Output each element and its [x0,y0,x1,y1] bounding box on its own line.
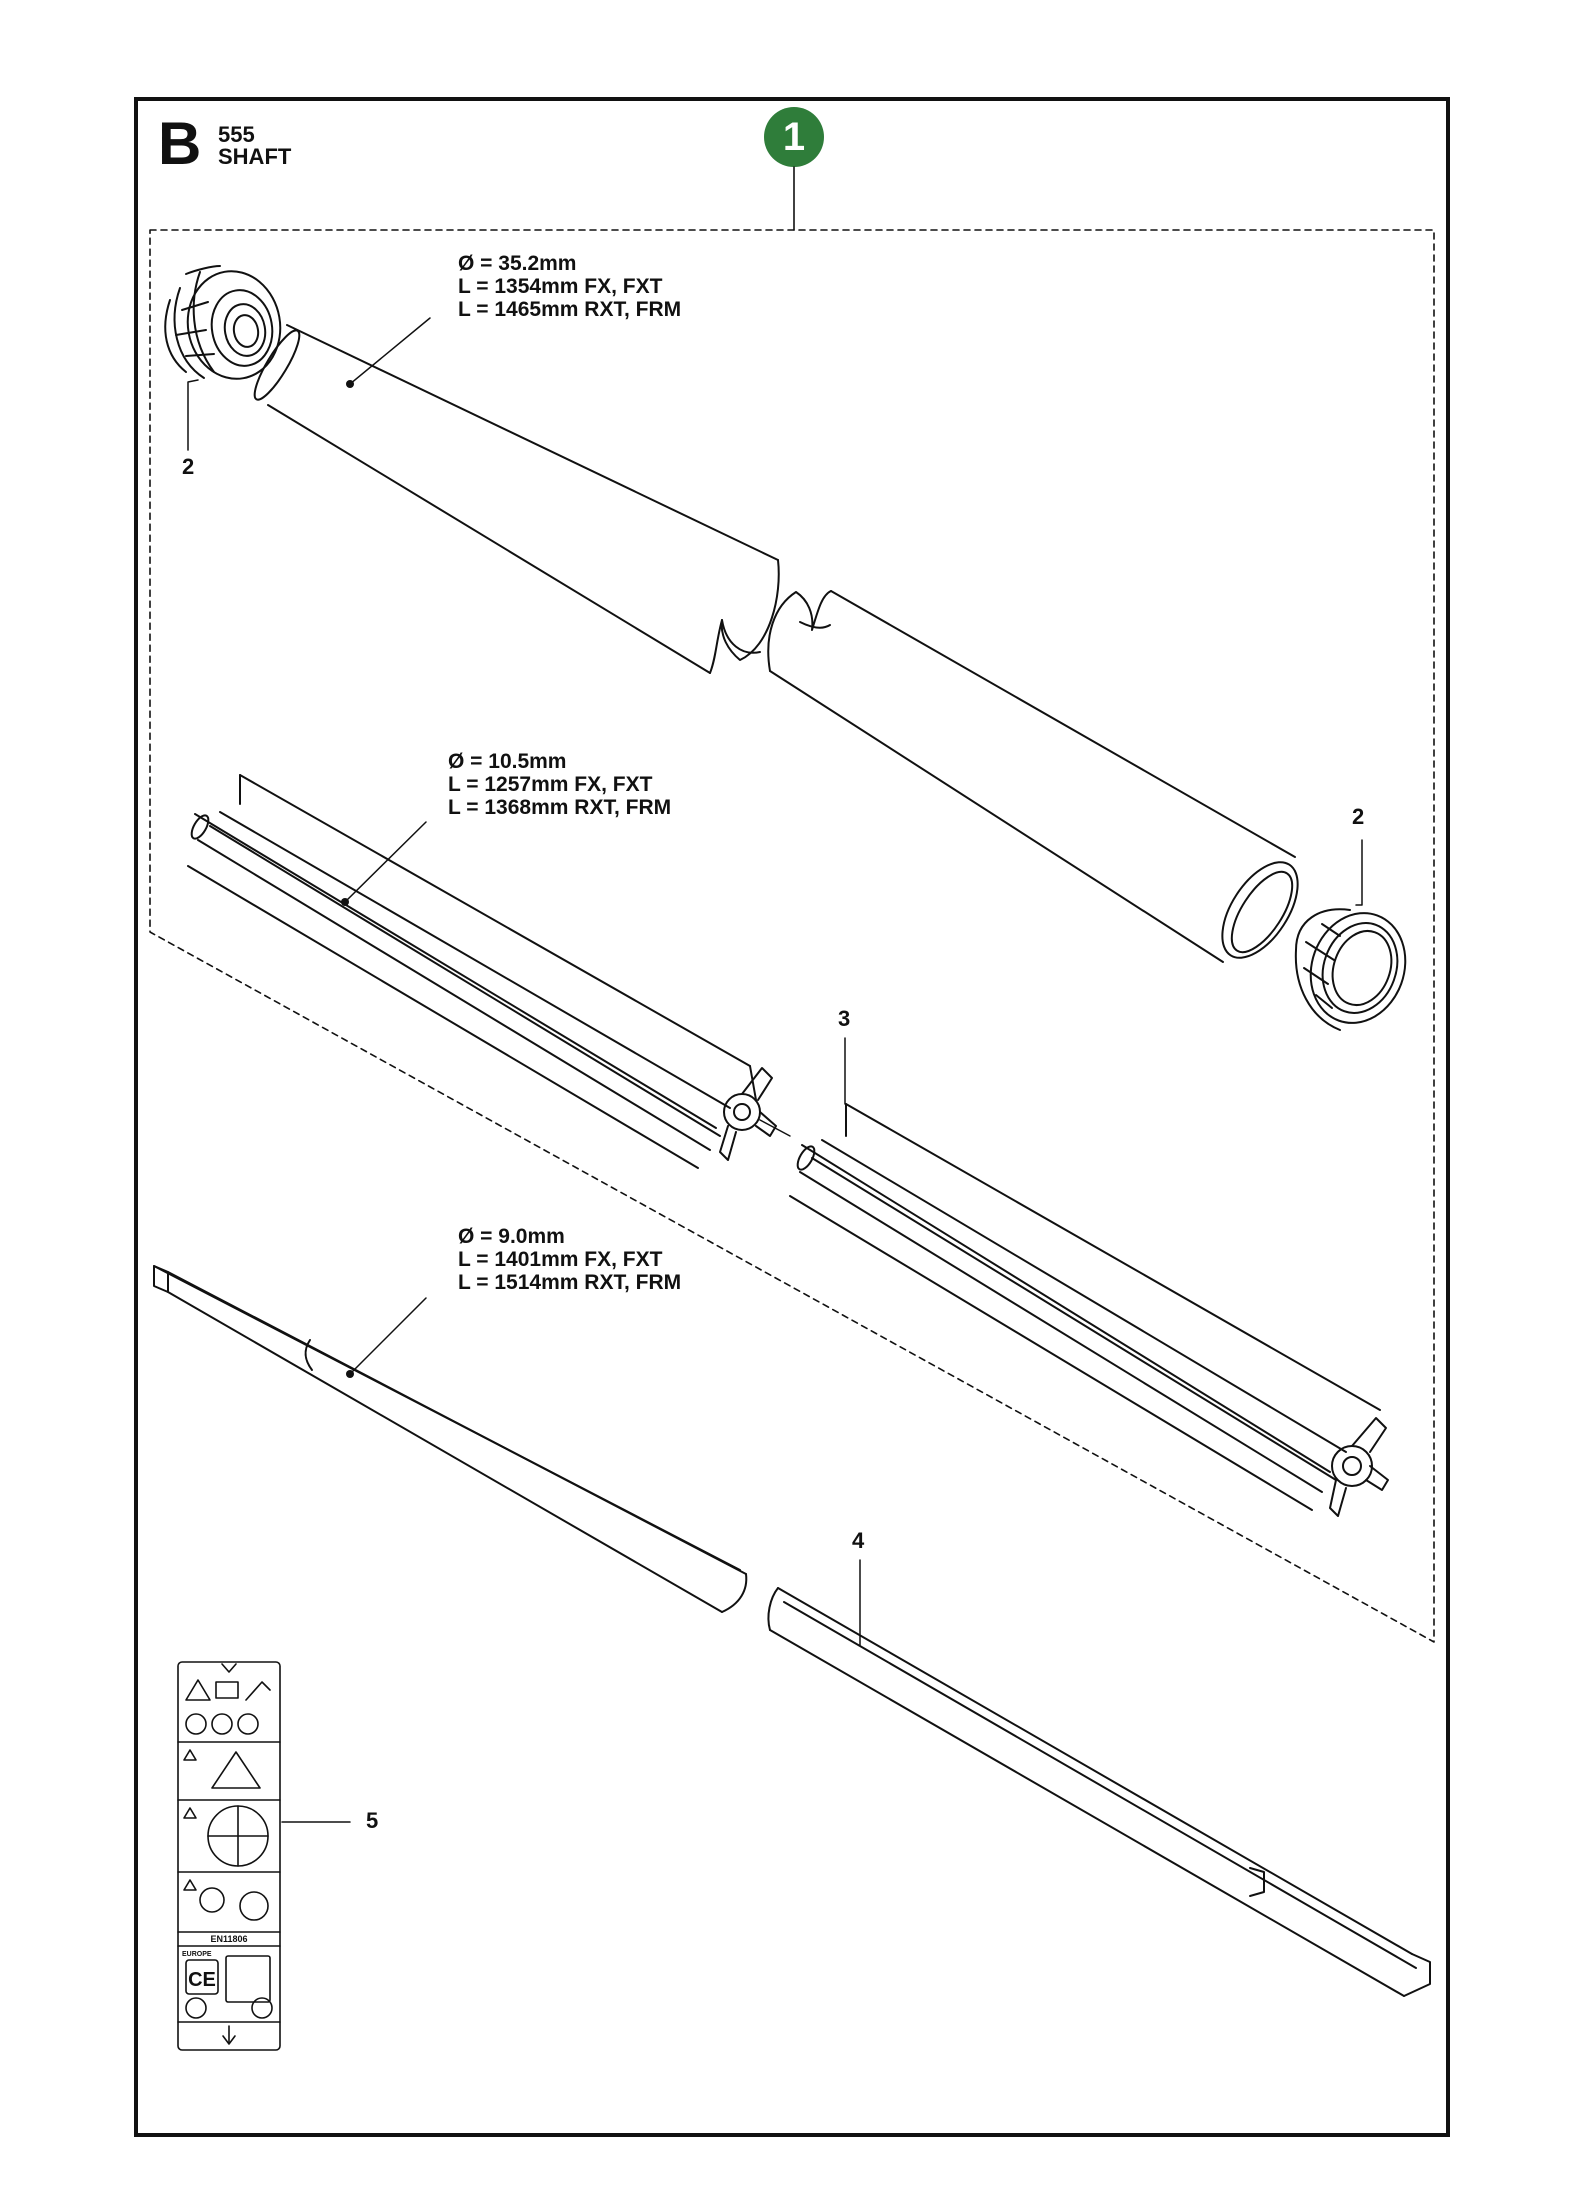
callout-4: 4 [852,1528,865,1553]
tube-length-b: L = 1465mm RXT, FRM [458,298,682,321]
decal-ce-mark: CE [188,1969,216,1991]
drive-shaft-spec: Ø = 9.0mm L = 1401mm FX, FXT L = 1514mm … [458,1225,681,1294]
decal-region: EUROPE [182,1951,212,1958]
liner-length-b: L = 1368mm RXT, FRM [448,796,672,819]
shaft-liner-lower [789,1103,1389,1517]
shaft-liner-upper [187,774,791,1169]
nut-cap-right [1294,908,1407,1031]
section-name: SHAFT [218,144,292,169]
callout-2-top: 2 [182,454,195,479]
section-number: 555 [218,122,255,147]
liner-length-a: L = 1257mm FX, FXT [448,773,653,796]
shaft-tube-upper [253,324,780,674]
section-letter: B [158,110,202,177]
assembly-badge: 1 [764,107,824,167]
shaft-tube-lower [767,590,1299,963]
leader-lines [187,317,1363,1823]
page-frame [134,97,1450,2137]
drive-shaft-lower [767,1587,1431,1997]
tube-spec: Ø = 35.2mm L = 1354mm FX, FXT L = 1465mm… [458,252,681,321]
drive-shaft-length-b: L = 1514mm RXT, FRM [458,1271,682,1294]
decal-standard: EN11806 [210,1934,247,1944]
drive-shaft-length-a: L = 1401mm FX, FXT [458,1248,663,1271]
warning-decal [177,1661,281,2051]
leader-dots [341,380,354,1378]
liner-diameter: Ø = 10.5mm [448,750,567,773]
tube-length-a: L = 1354mm FX, FXT [458,275,663,298]
drive-shaft-upper [153,1265,748,1613]
drive-shaft-diameter: Ø = 9.0mm [458,1225,565,1248]
assembly-boundary [149,166,1435,1643]
callout-3: 3 [838,1006,851,1031]
liner-spec: Ø = 10.5mm L = 1257mm FX, FXT L = 1368mm… [448,750,671,819]
callout-5: 5 [366,1808,379,1833]
nut-cap-top [164,265,282,380]
tube-diameter: Ø = 35.2mm [458,252,577,275]
callout-2-right: 2 [1352,804,1365,829]
decal-text: EN11806 EUROPE CE [182,1934,248,1991]
